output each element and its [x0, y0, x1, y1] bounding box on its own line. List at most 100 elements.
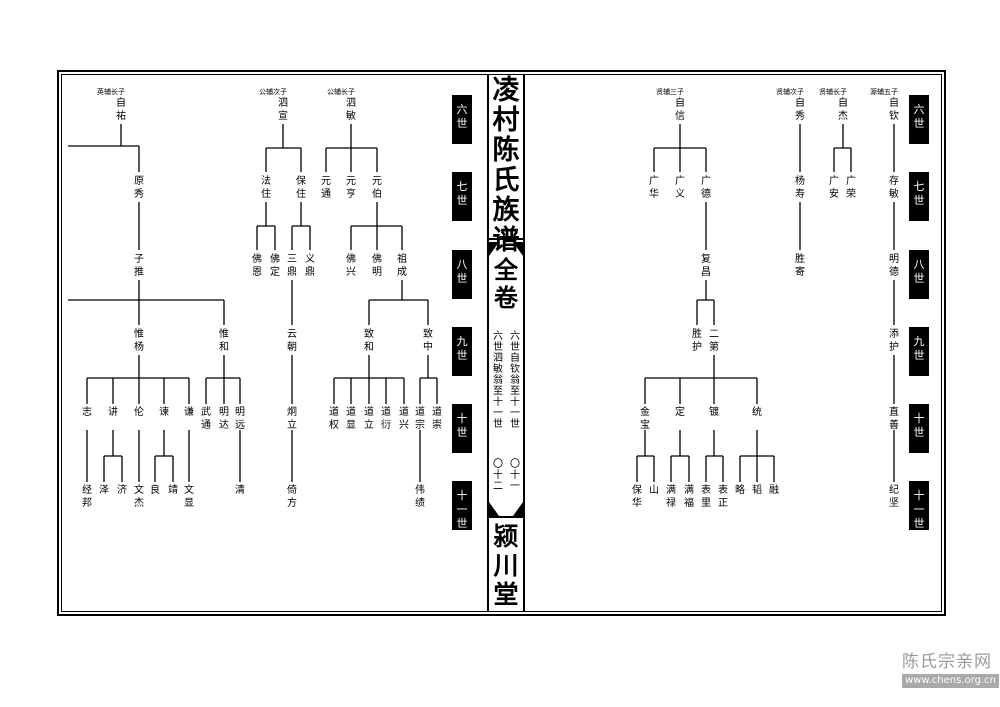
site-watermark: 陈氏宗亲网 [902, 652, 992, 672]
person-zu-cheng: 祖成 [397, 254, 407, 278]
person-yuan-xiu: 原秀 [134, 176, 144, 200]
person-wen-xian: 文显 [184, 485, 194, 509]
gen-marker-right-6: 六世 [909, 95, 929, 144]
spine-notch-icon-top [489, 242, 523, 256]
person-lun: 伦 [134, 407, 144, 418]
person-bao-zhu: 保住 [296, 176, 306, 200]
person-jing-bang: 经邦 [82, 485, 92, 509]
person-cun-min: 存敏 [889, 176, 899, 200]
person-er-di: 二第 [709, 329, 719, 353]
person-yi-ding: 义鼎 [305, 254, 315, 278]
person-ji: 济 [117, 485, 127, 496]
person-guang-yi: 广义 [675, 176, 685, 200]
person-jing: 靖 [168, 485, 178, 496]
person-yang-shou: 杨寿 [795, 176, 805, 200]
person-sheng-hu: 胜护 [692, 329, 702, 353]
spine-divider-bottom [489, 516, 523, 518]
person-zi-xiu: 自秀 [795, 98, 805, 122]
person-ji-jian: 纪坚 [889, 485, 899, 509]
person-sheng-ji: 胜寄 [795, 254, 805, 278]
note-gong-fu-2: 公辅次子 [259, 88, 287, 96]
book-spine [487, 74, 525, 612]
hall-name: 颍川堂 [493, 522, 519, 609]
person-ding: 定 [675, 407, 685, 418]
person-yuan-heng: 元亨 [346, 176, 356, 200]
person-guang-de: 广德 [701, 176, 711, 200]
person-tong: 统 [752, 407, 762, 418]
person-dao-xing: 道兴 [399, 407, 409, 431]
note-xian-fu-1: 贤辅长子 [819, 88, 847, 96]
person-dao-quan: 道权 [329, 407, 339, 431]
person-man-fu: 满福 [684, 485, 694, 509]
site-url[interactable]: www.chens.org.cn [902, 674, 999, 688]
person-tian-hu: 添护 [889, 329, 899, 353]
person-fo-ming: 佛明 [372, 254, 382, 278]
person-dao-yan: 道衍 [381, 407, 391, 431]
person-zhi-shan: 直善 [889, 407, 899, 431]
gen-marker-left-9: 九世 [452, 327, 472, 376]
person-dao-zong: 道宗 [415, 407, 425, 431]
note-xian-fu-3: 贤辅三子 [656, 88, 684, 96]
gen-marker-left-6: 六世 [452, 95, 472, 144]
person-wei-he: 惟和 [219, 329, 229, 353]
person-dao-chong: 道崇 [432, 407, 442, 431]
volume-label: 全卷 [494, 255, 518, 312]
person-man-lu: 满禄 [666, 485, 676, 509]
person-ming-da: 明达 [219, 407, 229, 431]
person-du: 镀 [709, 407, 719, 418]
person-wei-ji: 伟绩 [415, 485, 425, 509]
person-zhi: 志 [82, 407, 92, 418]
person-guang-an: 广安 [829, 176, 839, 200]
person-tao: 韬 [752, 485, 762, 496]
person-si-xuan: 泗宣 [278, 98, 288, 122]
person-fo-ding: 佛定 [270, 254, 280, 278]
person-wen-jie: 文杰 [134, 485, 144, 509]
person-ze: 泽 [99, 485, 109, 496]
person-ming-de: 明德 [889, 254, 899, 278]
person-su: 谏 [159, 407, 169, 418]
page-frame-outer [57, 70, 946, 616]
page-number-left: 〇十二 [493, 459, 503, 492]
gen-marker-left-8: 八世 [452, 250, 472, 299]
genealogy-title: 凌村陈氏族谱 [492, 75, 520, 256]
gen-marker-left-7: 七世 [452, 172, 472, 221]
person-yun-chao: 云朝 [287, 329, 297, 353]
gen-marker-right-7: 七世 [909, 172, 929, 221]
gen-marker-right-8: 八世 [909, 250, 929, 299]
person-jiong-li: 炯立 [287, 407, 297, 431]
gen-marker-right-11: 十一世 [909, 481, 929, 530]
person-liang: 良 [150, 485, 160, 496]
spine-notch-icon-bottom [489, 502, 523, 516]
page-frame-inner [61, 74, 942, 612]
note-xian-fu-2: 贤辅次子 [776, 88, 804, 96]
person-zi-you: 自祐 [116, 98, 126, 122]
person-shan: 山 [649, 485, 659, 496]
person-dao-xian: 道显 [346, 407, 356, 431]
person-qian: 谦 [184, 407, 194, 418]
person-yi-fang: 倚方 [287, 485, 297, 509]
gen-marker-right-9: 九世 [909, 327, 929, 376]
person-fu-chang: 复昌 [701, 254, 711, 278]
gen-marker-left-11: 十一世 [452, 481, 472, 530]
person-guang-hua: 广华 [649, 176, 659, 200]
person-zi-zhui: 子推 [134, 254, 144, 278]
person-dao-li: 道立 [364, 407, 374, 431]
person-fo-en: 佛恩 [252, 254, 262, 278]
person-zhi-zhong: 致中 [423, 329, 433, 353]
person-si-min: 泗敏 [346, 98, 356, 122]
spine-divider-top [489, 238, 523, 240]
gen-marker-right-10: 十世 [909, 404, 929, 453]
person-guang-rong: 广荣 [846, 176, 856, 200]
range-right: 六世自钦翁至十一世 [510, 331, 520, 430]
note-gong-fu-1: 公辅长子 [327, 88, 355, 96]
person-lue: 略 [735, 485, 745, 496]
person-bao-hua: 保华 [632, 485, 642, 509]
person-qing: 清 [235, 485, 245, 496]
person-zi-xin: 自信 [675, 98, 685, 122]
range-left: 六世泗敏翁至十一世 [493, 331, 503, 430]
page-number-right: 〇十一 [510, 459, 520, 492]
note-ying-fu: 英辅长子 [97, 88, 125, 96]
person-yuan-tong: 元通 [321, 176, 331, 200]
person-jiang: 讲 [108, 407, 118, 418]
